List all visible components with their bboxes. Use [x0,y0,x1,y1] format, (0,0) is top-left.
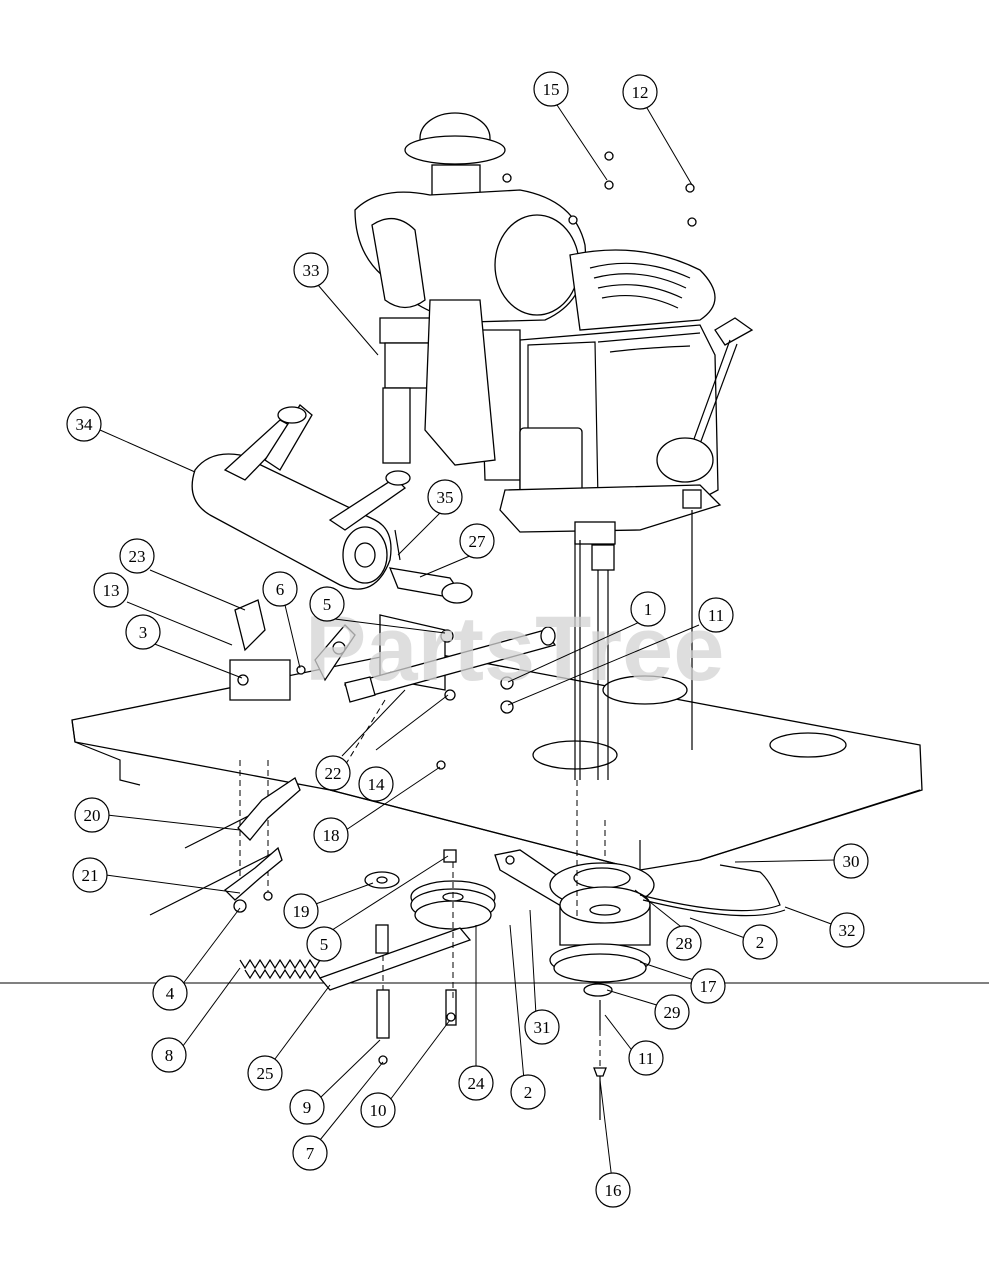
callout-label: 21 [82,866,99,885]
callout-label: 31 [534,1018,551,1037]
callout-label: 29 [664,1003,681,1022]
callout-label: 10 [370,1101,387,1120]
callout-5-top: 5 [309,586,345,622]
callout-label: 4 [166,984,175,1003]
callout-label: 2 [524,1083,533,1102]
callout-16: 16 [595,1172,631,1208]
callout-label: 7 [306,1144,315,1163]
callout-label: 11 [638,1049,654,1068]
callout-label: 34 [76,415,94,434]
callout-label: 32 [839,921,856,940]
callout-7: 7 [292,1135,328,1171]
callout-19: 19 [283,893,319,929]
callout-15: 15 [533,71,569,107]
callout-label: 16 [605,1181,622,1200]
callout-22: 22 [315,755,351,791]
callout-3: 3 [125,614,161,650]
callout-label: 25 [257,1064,274,1083]
callout-label: 8 [165,1046,174,1065]
callout-29: 29 [654,994,690,1030]
callout-label: 2 [756,933,765,952]
callout-21: 21 [72,857,108,893]
callout-34: 34 [66,406,102,442]
callout-label: 18 [323,826,340,845]
callout-label: 12 [632,83,649,102]
callout-11-bottom: 11 [628,1040,664,1076]
callout-4: 4 [152,975,188,1011]
callout-31: 31 [524,1009,560,1045]
callout-17: 17 [690,968,726,1004]
callout-label: 1 [644,600,653,619]
callout-label: 23 [129,547,146,566]
engine-drawing [354,112,754,545]
callout-32: 32 [829,912,865,948]
callout-label: 27 [469,532,487,551]
callout-25: 25 [247,1055,283,1091]
muffler-drawing [191,404,473,604]
callout-20: 20 [74,797,110,833]
callout-label: 3 [139,623,148,642]
callout-label: 20 [84,806,101,825]
callout-14: 14 [358,766,394,802]
callout-2-bottom: 2 [510,1074,546,1110]
callout-12: 12 [622,74,658,110]
callout-label: 24 [468,1074,486,1093]
callout-9: 9 [289,1089,325,1125]
callout-label: 35 [437,488,454,507]
callout-27: 27 [459,523,495,559]
callout-11-top: 11 [698,597,734,633]
callout-label: 11 [708,606,724,625]
callout-1: 1 [630,591,666,627]
spring-drawing [239,958,321,980]
callout-18: 18 [313,817,349,853]
callout-23: 23 [119,538,155,574]
callout-6: 6 [262,571,298,607]
callouts: 15 12 33 34 35 27 23 13 6 5 3 1 11 22 14… [66,71,869,1208]
callout-label: 33 [303,261,320,280]
callout-24: 24 [458,1065,494,1101]
drive-parts-drawing [149,510,786,1120]
callout-label: 5 [320,935,329,954]
callout-label: 15 [543,80,560,99]
callout-13: 13 [93,572,129,608]
leader-lines [99,104,836,1181]
callout-2-right: 2 [742,924,778,960]
callout-35: 35 [427,479,463,515]
callout-label: 9 [303,1098,312,1117]
callout-8: 8 [151,1037,187,1073]
callout-label: 13 [103,581,120,600]
callout-30: 30 [833,843,869,879]
callout-label: 14 [368,775,386,794]
callout-10: 10 [360,1092,396,1128]
callout-label: 17 [700,977,718,996]
callout-5-bottom: 5 [306,926,342,962]
callout-label: 28 [676,934,693,953]
callout-33: 33 [293,252,329,288]
frame-drawing [71,599,923,871]
callout-label: 5 [323,595,332,614]
callout-28: 28 [666,925,702,961]
callout-label: 19 [293,902,310,921]
callout-label: 30 [843,852,860,871]
callout-label: 22 [325,764,342,783]
callout-label: 6 [276,580,285,599]
